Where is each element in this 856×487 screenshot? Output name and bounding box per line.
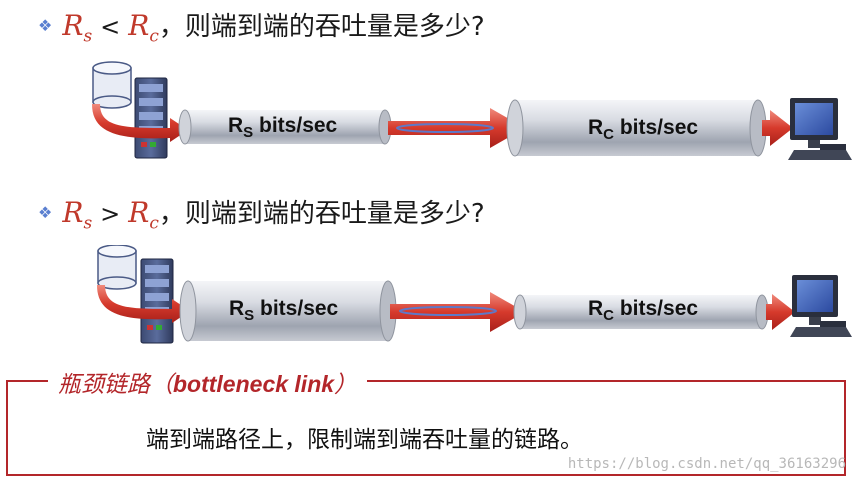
- server-icon: [134, 77, 168, 159]
- question-2: ❖ Rs>Rc，则端到端的吞吐量是多少?: [38, 193, 485, 234]
- pipe-label-rs: RS bits/sec: [229, 297, 339, 325]
- link-arrow: [390, 292, 525, 332]
- bottleneck-description: 端到端路径上，限制端到端吞吐量的链路。: [146, 427, 583, 453]
- comparison-operator: >: [100, 200, 121, 228]
- database-icon: [97, 245, 137, 290]
- rate-rc: Rc: [128, 9, 159, 47]
- computer-icon: [790, 275, 852, 337]
- pipe-rc: [513, 294, 769, 330]
- pipe-label-rc: RC bits/sec: [588, 116, 699, 144]
- scene-2-graphics: [97, 245, 852, 344]
- comparison-operator: <: [100, 13, 121, 41]
- question-text: ，则端到端的吞吐量是多少?: [158, 12, 485, 42]
- throughput-diagram-1: RS bits/sec RC bits/sec: [0, 58, 856, 183]
- pipe-rc: [506, 99, 767, 157]
- throughput-diagram-2: RS bits/sec RC bits/sec: [0, 245, 856, 355]
- computer-icon: [788, 98, 852, 160]
- diamond-bullet-icon: ❖: [38, 16, 53, 35]
- pipe-label-rc: RC bits/sec: [588, 297, 699, 325]
- question-text: ，则端到端的吞吐量是多少?: [158, 199, 485, 229]
- server-icon: [140, 258, 174, 344]
- pipe-rs: [179, 280, 397, 342]
- database-icon: [92, 61, 132, 109]
- watermark: https://blog.csdn.net/qq_36163296: [567, 456, 846, 472]
- dest-arrow: [766, 294, 795, 330]
- pipe-rs: [178, 109, 392, 145]
- dest-arrow: [762, 110, 793, 146]
- rate-rc: Rc: [128, 196, 159, 234]
- source-arrow: [92, 104, 188, 142]
- pipe-label-rs: RS bits/sec: [228, 114, 338, 142]
- question-1: ❖ Rs<Rc，则端到端的吞吐量是多少?: [38, 6, 485, 47]
- bottleneck-definition-box: 瓶颈链路（bottleneck link） 端到端路径上，限制端到端吞吐量的链路…: [6, 365, 846, 476]
- bottleneck-title: 瓶颈链路（bottleneck link）: [48, 365, 368, 399]
- scene-1-graphics: [92, 61, 852, 160]
- source-arrow: [97, 285, 190, 323]
- diamond-bullet-icon: ❖: [38, 203, 53, 222]
- link-arrow: [388, 108, 525, 148]
- rate-rs: Rs: [62, 196, 93, 234]
- rate-rs: Rs: [62, 9, 93, 47]
